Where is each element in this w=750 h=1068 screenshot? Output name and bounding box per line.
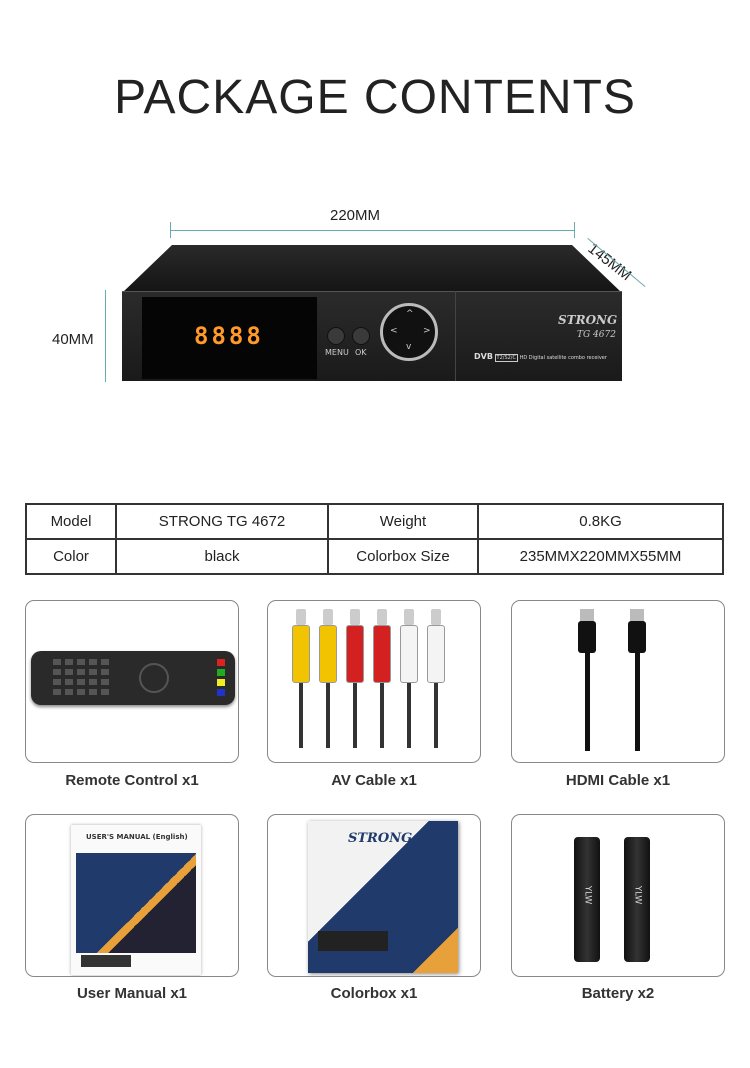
rca-plug-body: [400, 625, 418, 683]
rca-plug: [296, 609, 306, 625]
rca-wire: [353, 683, 357, 748]
spec-label: Color: [25, 538, 117, 575]
height-line: [105, 290, 106, 382]
battery-brand: YLW: [582, 885, 593, 905]
colorbox-card: STRONG: [267, 814, 481, 977]
av-cable-card: [267, 600, 481, 763]
model-label: TG 4672: [577, 330, 616, 340]
hdmi-cable-card: [511, 600, 725, 763]
remote-control-icon: [31, 651, 235, 705]
item-label: User Manual x1: [76, 985, 188, 1002]
item-label: HDMI Cable x1: [565, 772, 671, 789]
item-label: Remote Control x1: [65, 772, 199, 789]
width-line: [170, 230, 575, 231]
item-label: Battery x2: [581, 985, 655, 1002]
rca-wire: [380, 683, 384, 748]
height-dimension: 40MM: [52, 331, 94, 348]
dvb-label: DVB T2/S2/C HD Digital satellite combo r…: [474, 352, 607, 362]
receiver-device: 8888 MENU OK ^<>v STRONG TG 4672 DVB T2/…: [122, 245, 622, 381]
battery-brand: YLW: [632, 885, 643, 905]
rca-plug-body: [373, 625, 391, 683]
rca-wire: [407, 683, 411, 748]
colorbox-brand: STRONG: [348, 831, 413, 846]
rca-plug: [431, 609, 441, 625]
rca-plug-body: [427, 625, 445, 683]
width-dimension: 220MM: [330, 207, 381, 224]
spec-value: 235MMX220MMX55MM: [477, 538, 724, 575]
rca-wire: [326, 683, 330, 748]
rca-plug-body: [346, 625, 364, 683]
colorbox-icon: STRONG: [308, 821, 458, 973]
spec-label: Colorbox Size: [327, 538, 479, 575]
rca-plug: [404, 609, 414, 625]
user-manual-card: USER'S MANUAL (English): [25, 814, 239, 977]
item-label: Colorbox x1: [330, 985, 418, 1002]
ok-label: OK: [355, 348, 367, 357]
spec-value: 0.8KG: [477, 503, 724, 540]
tick: [574, 222, 575, 238]
spec-label: Weight: [327, 503, 479, 540]
spec-value: black: [115, 538, 329, 575]
rca-wire: [299, 683, 303, 748]
spec-label: Model: [25, 503, 117, 540]
menu-button: [327, 327, 345, 345]
battery-card: YLW YLW: [511, 814, 725, 977]
rca-plug: [323, 609, 333, 625]
spec-value: STRONG TG 4672: [115, 503, 329, 540]
rca-wire: [434, 683, 438, 748]
ok-button: [352, 327, 370, 345]
rca-plug: [377, 609, 387, 625]
led-display: 8888: [194, 322, 264, 350]
user-manual-icon: USER'S MANUAL (English): [71, 825, 201, 975]
rca-plug: [350, 609, 360, 625]
menu-label: MENU: [325, 348, 349, 357]
rca-plug-body: [292, 625, 310, 683]
rca-plug-body: [319, 625, 337, 683]
brand-logo: STRONG: [558, 313, 618, 327]
remote-control-card: [25, 600, 239, 763]
item-label: AV Cable x1: [331, 772, 417, 789]
tick: [170, 222, 171, 238]
manual-title: USER'S MANUAL (English): [86, 833, 188, 841]
page-title: PACKAGE CONTENTS: [114, 71, 636, 124]
navigation-dpad: ^<>v: [380, 303, 438, 361]
